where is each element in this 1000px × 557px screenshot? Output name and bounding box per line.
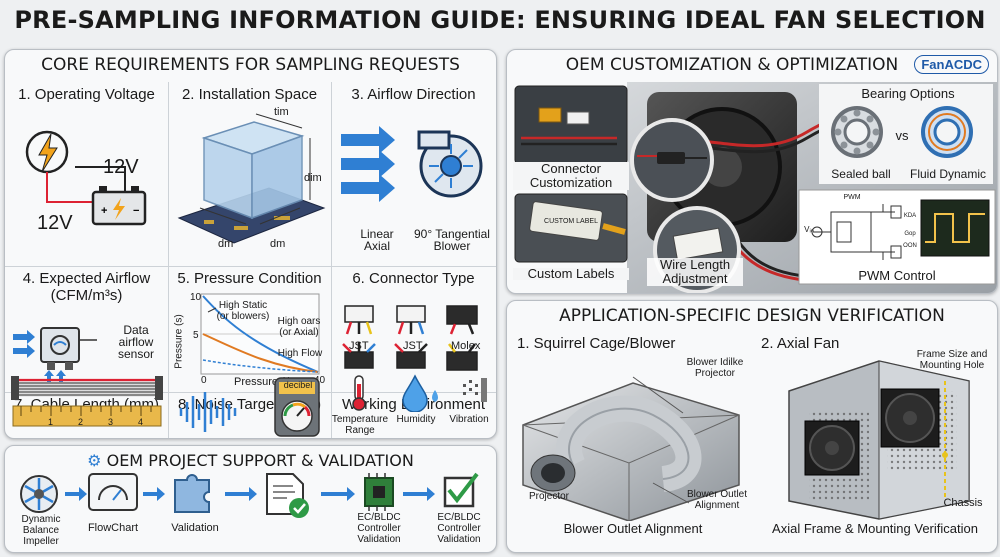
space-dim-bottom-right: dm bbox=[270, 238, 286, 250]
core-heading: CORE REQUIREMENTS FOR SAMPLING REQUESTS bbox=[41, 55, 460, 75]
expected-airflow-title: 4. Expected Airflow (CFM/m³s) bbox=[22, 270, 151, 304]
high-static-annotation: High Static (or blowers) bbox=[216, 300, 270, 322]
voltage-label-top: 12V bbox=[103, 156, 139, 178]
page-title: PRE-SAMPLING INFORMATION GUIDE: ENSURING… bbox=[14, 6, 986, 34]
support-step-2-label: FlowChart bbox=[87, 522, 139, 534]
svg-text:+: + bbox=[101, 205, 107, 217]
support-step-5-label: EC/BLDC Controller Validation bbox=[357, 512, 401, 545]
chassis-callout: Chassis bbox=[943, 497, 983, 509]
blower-title: 1. Squirrel Cage/Blower bbox=[517, 335, 676, 352]
support-step-1-label: Dynamic Balance Impeller bbox=[21, 514, 61, 547]
installation-space-cell: 2. Installation Space tim dim dm dm bbox=[168, 82, 332, 267]
blower-footer: Blower Outlet Alignment bbox=[563, 521, 703, 536]
pressure-y-tick-5: 5 bbox=[193, 330, 199, 341]
oem-support-panel: ⚙ OEM PROJECT SUPPORT & VALIDATION Dynam… bbox=[4, 445, 497, 553]
sealed-ball-label: Sealed ball bbox=[831, 167, 891, 181]
humidity-label: Humidity bbox=[396, 414, 436, 425]
connector-type-title: 6. Connector Type bbox=[352, 270, 475, 287]
connector-label-molex: Molex bbox=[451, 340, 481, 352]
ruler-tick-4: 4 bbox=[138, 417, 144, 427]
oem-heading: OEM CUSTOMIZATION & OPTIMIZATION bbox=[565, 55, 899, 75]
svg-text:−: − bbox=[133, 205, 139, 217]
pressure-y-tick-10: 10 bbox=[190, 292, 202, 303]
airflow-arrows-blower-icon bbox=[341, 126, 483, 202]
bearing-vs-label: vs bbox=[895, 128, 909, 143]
pwm-oon-label: OON bbox=[903, 243, 917, 249]
pressure-x-tick-40: 40 bbox=[314, 375, 326, 386]
environment-icons bbox=[352, 374, 487, 412]
pwm-kda-label: KDA bbox=[903, 213, 917, 219]
voltage-title: 1. Operating Voltage bbox=[18, 86, 155, 103]
oem-customization-illustration bbox=[514, 82, 997, 293]
wire-length-label: Wire Length Adjustment bbox=[647, 258, 743, 286]
connectors-icon bbox=[342, 305, 478, 371]
high-oars-annotation: High oars (or Axial) bbox=[277, 316, 321, 338]
ruler-tick-1: 1 bbox=[48, 417, 54, 427]
blower-projector-callout: Blower Idilke Projector bbox=[686, 357, 744, 379]
pwm-tag-label: PWM bbox=[843, 194, 861, 201]
space-dim-side: dim bbox=[304, 172, 322, 184]
support-flow-icons bbox=[20, 472, 479, 518]
app-heading: APPLICATION-SPECIFIC DESIGN VERIFICATION bbox=[559, 306, 945, 326]
decibel-meter-label: decibel bbox=[283, 380, 313, 390]
pwm-gop-label: Gop bbox=[904, 231, 916, 237]
connector-type-cell: 6. Connector Type JST JST Molex bbox=[331, 266, 496, 393]
space-dim-bottom-left: dm bbox=[218, 238, 234, 250]
pressure-x-tick-0: 0 bbox=[201, 375, 207, 386]
axial-title: 2. Axial Fan bbox=[761, 335, 840, 352]
custom-label-tag: CUSTOM LABEL bbox=[544, 218, 598, 225]
ribbon-cable-ruler-icon bbox=[11, 376, 163, 427]
airflow-sensor-icon bbox=[13, 327, 97, 384]
sound-wave-meter-icon bbox=[179, 377, 320, 437]
pwm-vin-label: Vᵢₙ bbox=[804, 225, 814, 234]
cube-motherboard-icon bbox=[177, 113, 326, 244]
support-step-3-label: Validation bbox=[171, 522, 219, 534]
connector-label-jst-1: JST bbox=[349, 340, 369, 352]
connector-label-jst-2: JST bbox=[403, 340, 423, 352]
ruler-tick-2: 2 bbox=[78, 417, 84, 427]
voltage-cell: 1. Operating Voltage +− 12V 12V bbox=[5, 82, 169, 267]
frame-size-callout: Frame Size and Mounting Hole bbox=[916, 349, 988, 371]
voltage-label-bottom: 12V bbox=[37, 212, 73, 234]
tangential-blower-label: 90° Tangential Blower bbox=[414, 227, 490, 253]
vibration-label: Vibration bbox=[449, 414, 489, 425]
fanacdc-logo: FanACDC bbox=[914, 55, 989, 74]
gear-icon: ⚙ bbox=[87, 451, 107, 470]
pressure-condition-title: 5. Pressure Condition bbox=[177, 270, 322, 287]
installation-space-title: 2. Installation Space bbox=[181, 86, 318, 103]
pressure-curve-chart bbox=[200, 293, 320, 375]
temperature-range-label: Temperature Range bbox=[331, 414, 389, 436]
oem-customization-panel: OEM CUSTOMIZATION & OPTIMIZATION FanACDC bbox=[506, 49, 998, 294]
pressure-y-label: Pressure (s) bbox=[173, 314, 185, 369]
core-requirements-panel: CORE REQUIREMENTS FOR SAMPLING REQUESTS … bbox=[4, 49, 497, 439]
linear-axial-label: Linear Axial bbox=[360, 227, 394, 253]
lightning-battery-icon: +− bbox=[25, 130, 147, 226]
custom-labels-label: Custom Labels bbox=[513, 267, 629, 280]
bearing-options-title: Bearing Options bbox=[861, 86, 955, 101]
blower-outlet-callout: Blower Outlet Alignment bbox=[686, 489, 748, 511]
ruler-tick-3: 3 bbox=[108, 417, 114, 427]
axial-footer: Axial Frame & Mounting Verification bbox=[772, 521, 978, 536]
expected-airflow-cell: 4. Expected Airflow (CFM/m³s) Data airfl… bbox=[5, 266, 169, 393]
projector-callout: Projector bbox=[528, 491, 569, 502]
connector-customization-label: Connector Customization bbox=[513, 162, 629, 190]
fluid-dynamic-label: Fluid Dynamic bbox=[909, 167, 987, 181]
support-heading-text: OEM PROJECT SUPPORT & VALIDATION bbox=[106, 451, 414, 470]
high-flow-annotation: High Flow bbox=[277, 348, 323, 359]
support-step-6-label: EC/BLDC Controller Validation bbox=[437, 512, 481, 545]
pwm-control-label: PWM Control bbox=[858, 268, 936, 283]
axial-chassis-illustration bbox=[788, 360, 970, 520]
airflow-direction-cell: 3. Airflow Direction Linear Axial 90° Ta… bbox=[331, 82, 496, 267]
projector-blower-illustration bbox=[522, 376, 740, 521]
airflow-direction-title: 3. Airflow Direction bbox=[351, 86, 476, 103]
space-dim-top: tim bbox=[274, 106, 289, 118]
support-heading: ⚙ OEM PROJECT SUPPORT & VALIDATION bbox=[5, 451, 496, 470]
application-verification-panel: APPLICATION-SPECIFIC DESIGN VERIFICATION… bbox=[506, 300, 998, 553]
airflow-sensor-label: Data airflow sensor bbox=[117, 323, 155, 361]
